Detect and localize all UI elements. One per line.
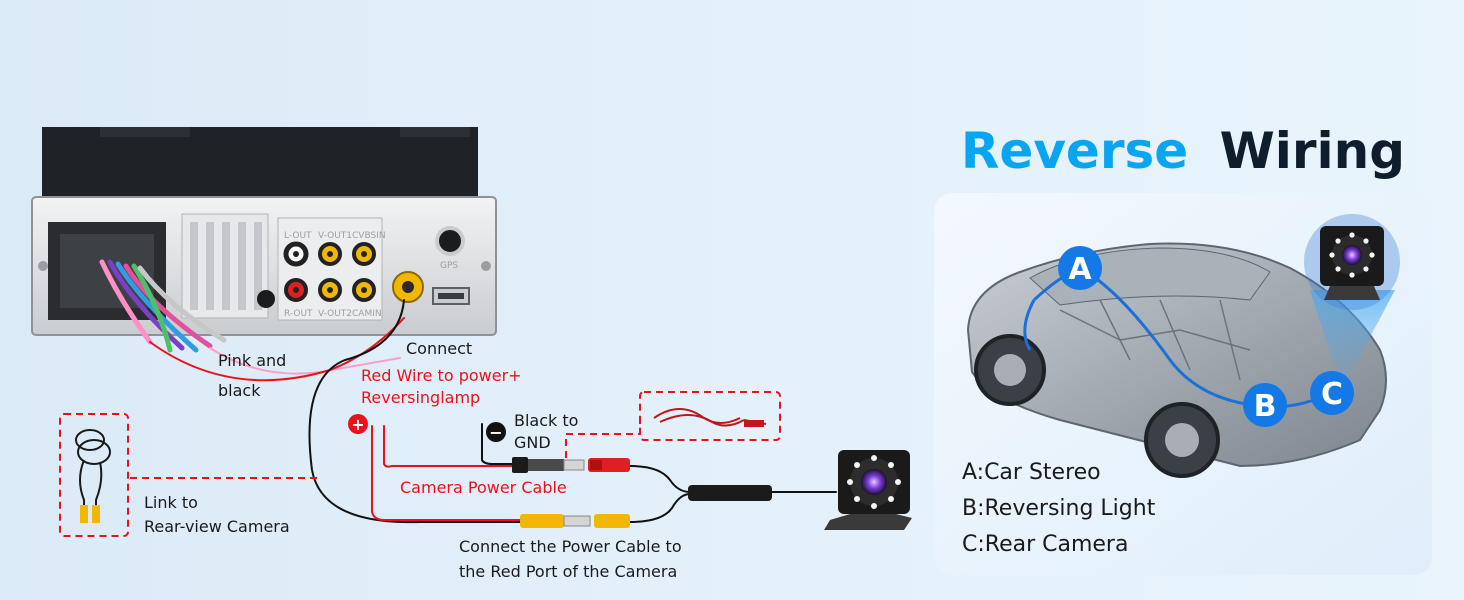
page-title: Reverse Wiring — [961, 122, 1405, 180]
port-label-v-out1: V-OUT1 — [318, 231, 352, 241]
pink-black-wire — [209, 347, 401, 375]
legend-rear-camera: C:Rear Camera — [962, 532, 1128, 557]
rca-plug-yellow-1 — [520, 514, 564, 528]
red-lead-2 — [371, 425, 521, 521]
minus-icon: − — [486, 422, 506, 442]
label-red-wire-2: Reversinglamp — [361, 388, 480, 407]
svg-text:C: C — [1321, 377, 1343, 412]
port-label-r-out: R-OUT — [284, 309, 313, 319]
cable-splitter — [688, 485, 772, 501]
plus-icon: + — [348, 414, 368, 434]
rca-plug-yellow-2 — [594, 514, 630, 528]
svg-text:+: + — [351, 415, 364, 434]
label-power-port: Connect the Power Cable to — [459, 537, 682, 556]
label-pink-black-2: black — [218, 381, 261, 400]
badge-b: B — [1243, 383, 1287, 427]
label-red-wire: Red Wire to power+ — [361, 366, 522, 385]
svg-text:A: A — [1068, 252, 1092, 287]
red-lead-1 — [383, 425, 513, 468]
wiring-labels: Pink and black Connect Red Wire to power… — [144, 339, 682, 581]
coil-box-right — [639, 391, 781, 441]
red-wire-coil-icon — [653, 408, 767, 427]
port-label-gps: GPS — [440, 261, 458, 271]
legend-reversing-light: B:Reversing Light — [962, 496, 1156, 521]
wires — [149, 299, 837, 524]
label-black-gnd: Black to — [514, 411, 578, 430]
car-overview-panel: A B C A:Car Stereo B:Reversing Light C:R… — [934, 193, 1432, 575]
stereo-heatsink — [42, 127, 478, 199]
legend-car-stereo: A:Car Stereo — [962, 460, 1101, 485]
red-power-wire — [149, 317, 405, 382]
svg-text:−: − — [489, 423, 502, 442]
svg-text:B: B — [1254, 389, 1277, 424]
label-black-gnd-2: GND — [514, 433, 551, 452]
badge-c: C — [1310, 371, 1354, 415]
label-connect: Connect — [406, 339, 472, 358]
dc-plug-black — [512, 457, 528, 473]
dashed-callouts — [59, 391, 781, 537]
port-label-l-out: L-OUT — [284, 231, 312, 241]
rca-port-grid: L-OUT V-OUT1 CVBSIN R-OUT V-OUT2 CAMIN — [283, 231, 386, 319]
wire-harness — [99, 259, 227, 353]
coil-box-left — [59, 413, 129, 537]
label-camera-power-cable: Camera Power Cable — [400, 478, 567, 497]
gps-port — [435, 226, 465, 256]
connectors — [512, 457, 772, 528]
port-label-camin: CAMIN — [352, 309, 382, 319]
label-power-port-2: the Red Port of the Camera — [459, 562, 677, 581]
label-link-2: Rear-view Camera — [144, 517, 290, 536]
port-label-cvbsin: CVBSIN — [352, 231, 386, 241]
cable-coil-icon — [75, 429, 111, 523]
callout-rear-camera-icon — [1304, 214, 1400, 310]
black-gnd-lead — [481, 423, 513, 465]
car-stereo: L-OUT V-OUT1 CVBSIN R-OUT V-OUT2 CAMIN G… — [31, 127, 497, 353]
label-link: Link to — [144, 493, 198, 512]
badge-a: A — [1058, 246, 1102, 290]
port-label-v-out2: V-OUT2 — [318, 309, 352, 319]
rear-camera-icon — [824, 450, 912, 530]
label-pink-black: Pink and — [218, 351, 286, 370]
title-part-1: Reverse — [961, 122, 1188, 180]
video-cable-black — [308, 299, 521, 524]
title-part-2: Wiring — [1220, 122, 1405, 180]
